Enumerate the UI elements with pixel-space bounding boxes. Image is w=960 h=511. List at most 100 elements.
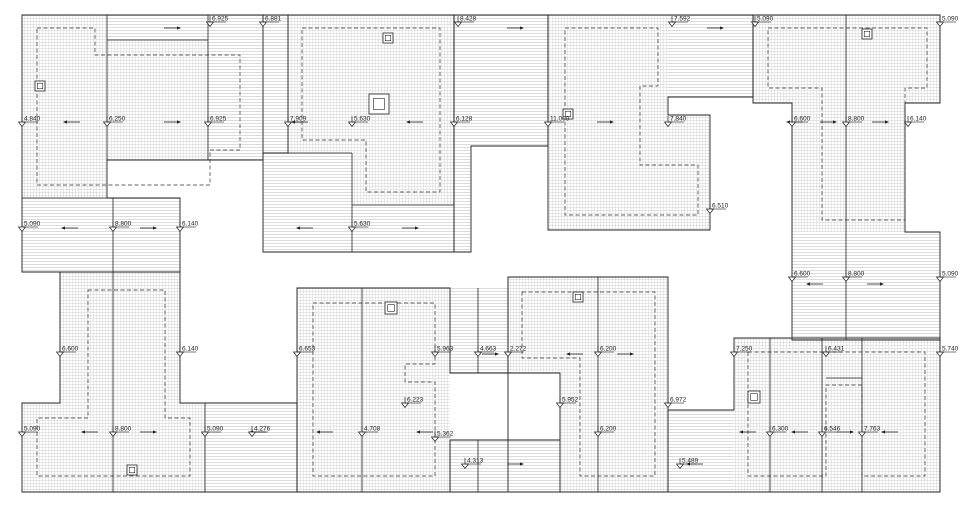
- elevation-label: 11.000: [550, 116, 570, 123]
- elevation-marker-icon: 4.276: [247, 426, 271, 438]
- drain-icon: [861, 28, 873, 40]
- slope-outline: [36, 27, 241, 186]
- elevation-marker-icon: 8.428: [453, 16, 477, 28]
- elevation-label: 5.489: [682, 458, 699, 465]
- elevation-label: 7.592: [674, 16, 691, 23]
- elevation-marker-icon: 6.546: [817, 426, 841, 438]
- elevation-marker-icon: 5.963: [430, 346, 454, 358]
- elevation-label: 6.223: [407, 397, 424, 404]
- elevation-label: 4.840: [24, 116, 41, 123]
- roof-zone: [107, 40, 208, 160]
- elevation-label: 6.600: [794, 271, 811, 278]
- roof-zone: [450, 288, 508, 373]
- drain-icon: [34, 80, 46, 92]
- drains: [34, 28, 873, 476]
- zone-boundaries: [21, 14, 941, 493]
- drain-icon: [384, 301, 398, 315]
- elevation-label: 7.840: [670, 116, 687, 123]
- elevation-label: 5.090: [24, 426, 41, 433]
- flow-arrow-icon: [881, 430, 898, 434]
- elevation-marker-icon: 6.600: [787, 116, 811, 128]
- elevation-marker-icon: 5.952: [555, 397, 579, 409]
- elevation-label: 7.250: [736, 346, 753, 353]
- elevation-label: 4.276: [254, 426, 271, 433]
- elevation-marker-icon: 6.881: [258, 16, 282, 28]
- elevation-marker-icon: 6.972: [663, 397, 687, 409]
- roof-zone: [668, 115, 710, 230]
- elevation-label: 6.600: [62, 346, 79, 353]
- flow-arrow-icon: [872, 120, 889, 124]
- elevation-marker-icon: 6.653: [292, 346, 316, 358]
- elevation-label: 6.140: [910, 116, 927, 123]
- roof-zone: [668, 15, 753, 97]
- elevation-marker-icon: 8.800: [841, 116, 865, 128]
- drain-icon: [747, 390, 761, 404]
- roof-zone: [22, 15, 107, 198]
- flow-arrow-icon: [482, 352, 499, 356]
- elevation-marker-icon: 7.250: [729, 346, 753, 358]
- elevation-marker-icon: 4.663: [473, 346, 497, 358]
- elevation-label: 8.800: [115, 221, 132, 228]
- elevation-label: 5.090: [942, 16, 959, 23]
- elevation-marker-icon: 6.140: [903, 116, 927, 128]
- elevation-marker-icon: 6.925: [203, 116, 227, 128]
- elevation-marker-icon: 6.140: [175, 221, 199, 233]
- flow-arrow-icon: [820, 120, 837, 124]
- flow-arrow-icon: [402, 226, 419, 230]
- slope-outline: [564, 27, 699, 216]
- elevation-marker-icon: 7.592: [667, 16, 691, 28]
- elevation-marker-icon: 7.763: [857, 426, 881, 438]
- roof-zone: [22, 272, 205, 492]
- elevation-marker-icon: 2.272: [503, 346, 527, 358]
- flow-arrow-icon: [316, 430, 333, 434]
- elevation-marker-icon: 5.090: [935, 271, 959, 283]
- roof-zone: [471, 15, 548, 146]
- elevation-marker-icon: 5.090: [935, 16, 959, 28]
- elevation-marker-icon: 5.090: [750, 16, 774, 28]
- roof-zone: [297, 288, 450, 492]
- elevation-label: 5.963: [437, 346, 454, 353]
- elevation-marker-icon: 8.800: [108, 221, 132, 233]
- flow-arrow-icon: [507, 462, 524, 466]
- elevation-marker-icon: 4.313: [460, 458, 484, 470]
- flow-arrow-icon: [707, 26, 724, 30]
- zone-boundary: [21, 271, 298, 493]
- elevation-label: 6.600: [794, 116, 811, 123]
- slope-outline: [312, 302, 436, 477]
- flow-arrow-icon: [63, 120, 80, 124]
- elevation-marker-icon: 8.800: [108, 426, 132, 438]
- elevation-label: 5.090: [207, 426, 224, 433]
- elevation-label: 6.510: [712, 203, 729, 210]
- elevation-label: 7.763: [864, 426, 881, 433]
- elevation-label: 8.800: [115, 426, 132, 433]
- flow-arrow-icon: [140, 226, 157, 230]
- elevation-label: 4.663: [480, 346, 497, 353]
- elevation-marker-icon: 6.300: [765, 426, 789, 438]
- elevation-marker-icon: 5.630: [347, 221, 371, 233]
- elevation-marker-icon: 6.250: [102, 116, 126, 128]
- elevation-label: 2.272: [510, 346, 527, 353]
- zone-boundary: [667, 337, 941, 493]
- drain-icon: [572, 291, 584, 303]
- flow-arrow-icon: [164, 120, 181, 124]
- roof-zones: [22, 15, 940, 492]
- elevation-label: 5.740: [942, 346, 959, 353]
- flow-arrow-icon: [81, 430, 98, 434]
- elevation-label: 4.313: [467, 458, 484, 465]
- slope-outline: [36, 289, 191, 477]
- elevation-label: 8.428: [460, 16, 477, 23]
- flow-arrows: [61, 26, 898, 466]
- elevation-label: 5.630: [354, 221, 371, 228]
- flow-arrow-icon: [416, 430, 433, 434]
- elevation-marker-icon: 8.800: [841, 271, 865, 283]
- elevation-marker-icon: 4.708: [357, 426, 381, 438]
- flow-arrow-icon: [739, 430, 756, 434]
- elevation-label: 6.140: [182, 221, 199, 228]
- elevation-marker-icon: 5.740: [935, 346, 959, 358]
- elevation-marker-icon: 5.630: [347, 116, 371, 128]
- elevation-label: 6.128: [456, 116, 473, 123]
- drain-icon: [368, 93, 390, 115]
- roof-zone: [454, 15, 471, 252]
- flow-arrow-icon: [597, 120, 614, 124]
